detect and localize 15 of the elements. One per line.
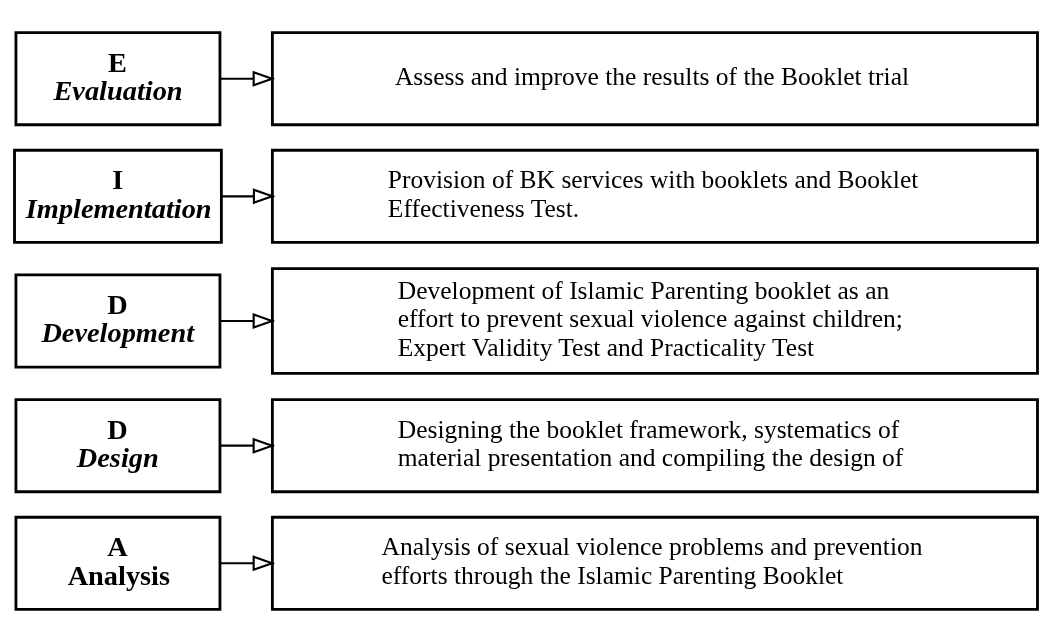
node-box: E Evaluation <box>14 31 222 127</box>
arrow <box>220 70 276 87</box>
arrow <box>220 313 276 329</box>
arrow <box>220 437 276 454</box>
arrow <box>221 188 276 205</box>
node-box: D Development <box>14 273 222 369</box>
arrow <box>220 555 276 572</box>
node-box: I Implementation <box>13 148 223 244</box>
node-box: Development of Islamic Parenting booklet as an effort to prevent sexual violence against children; Expert Validity Test and Practicality Test <box>270 267 1039 375</box>
node-box: Designing the booklet framework, systematics of material presentation and compiling the design of <box>270 398 1039 494</box>
node-box: A Analysis <box>14 515 222 611</box>
node-box: Assess and improve the results of the Booklet trial <box>270 31 1039 127</box>
node-box: Analysis of sexual violence problems and prevention efforts through the Islamic Parenting Booklet <box>270 515 1039 611</box>
node-box: Provision of BK services with booklets and Booklet Effectiveness Test. <box>270 148 1039 244</box>
node-box: D Design <box>14 398 222 494</box>
